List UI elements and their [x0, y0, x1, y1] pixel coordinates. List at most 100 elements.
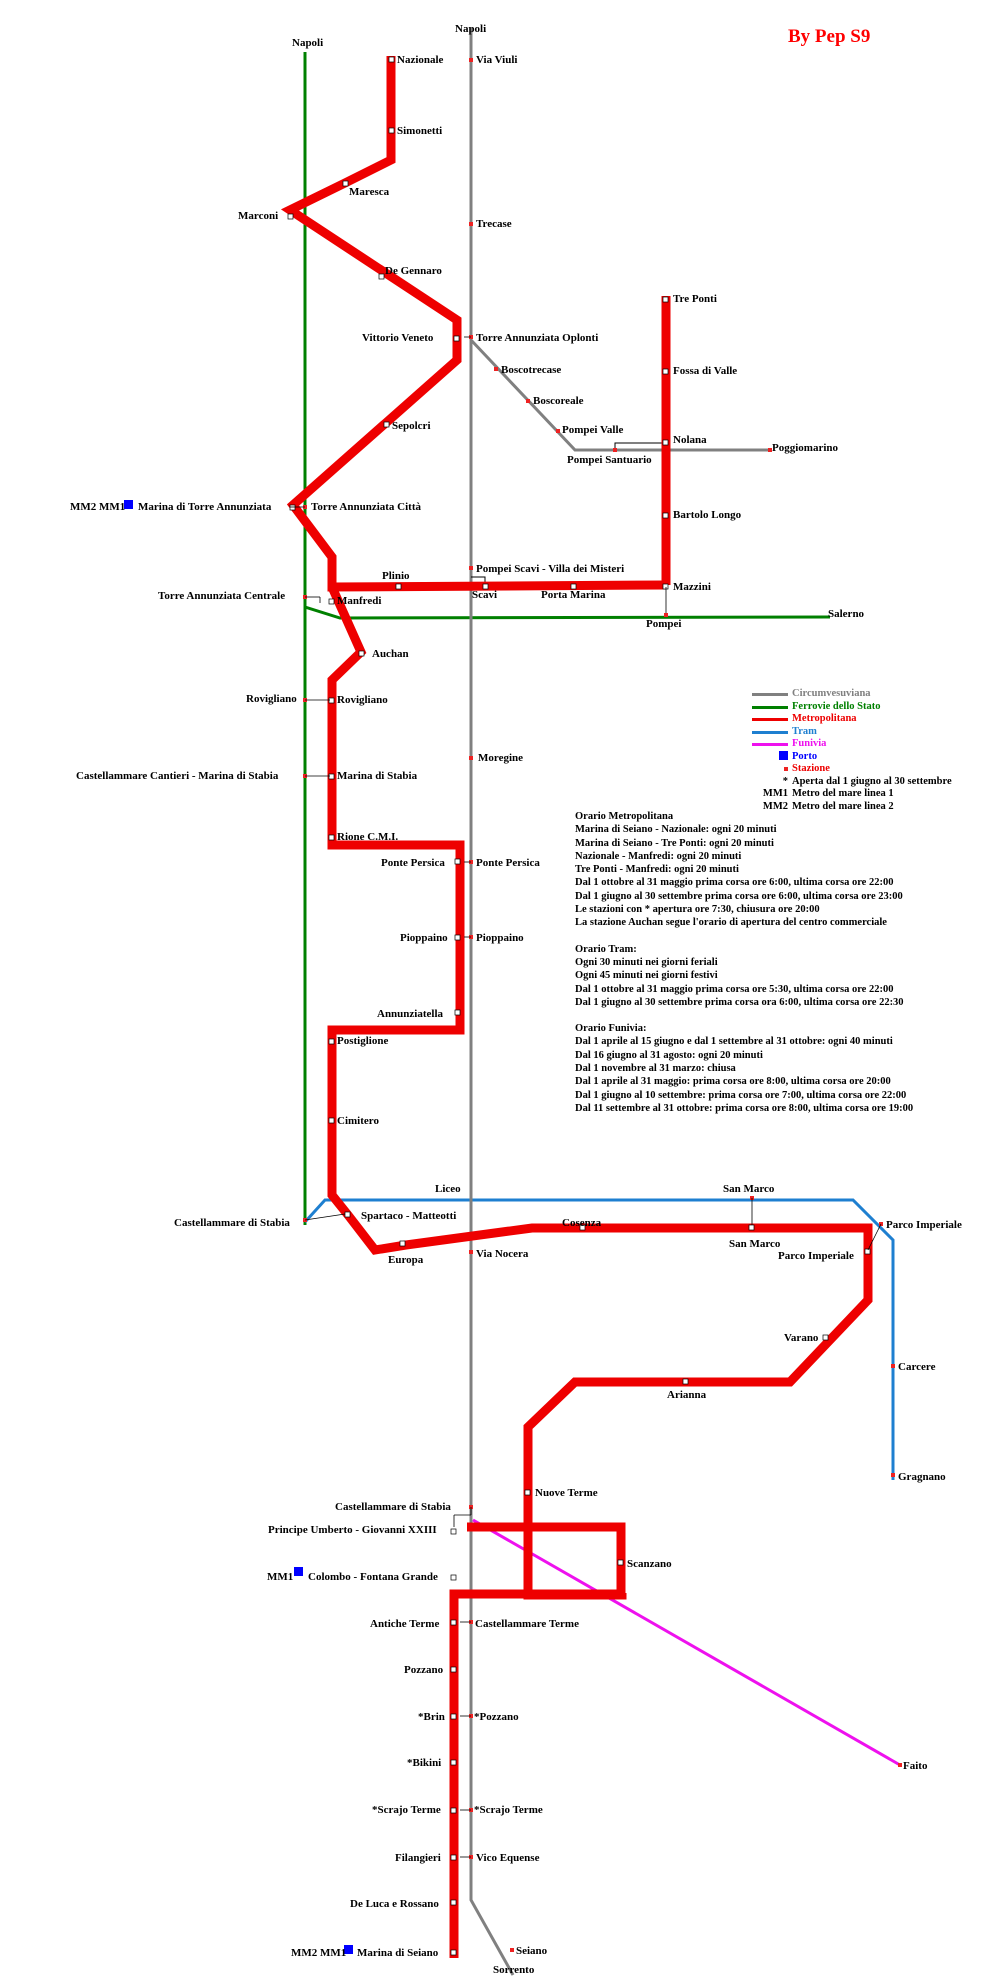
label-marconi: Marconi [238, 210, 278, 222]
schedule-line: Marina di Seiano - Tre Ponti: ogni 20 mi… [575, 837, 774, 849]
label-pompei: Pompei [646, 618, 681, 630]
circumvesuviana-branch [469, 338, 770, 452]
schedule-line: Nazionale - Manfredi: ogni 20 minuti [575, 850, 742, 862]
porto-markers [124, 500, 353, 1954]
legend-item-mm1: MM1 Metro del mare linea 1 [752, 788, 982, 801]
label-nazionale: Nazionale [397, 54, 444, 66]
label-via-nocera: Via Nocera [476, 1248, 529, 1260]
label-castellammare-fs: Castellammare di Stabia [174, 1217, 290, 1229]
legend-item-funivia: Funivia [752, 738, 982, 751]
label-bikini: *Bikini [407, 1757, 441, 1769]
label-principe-umberto: Principe Umberto - Giovanni XXIII [268, 1524, 437, 1536]
label-castellammare-cv: Castellammare di Stabia [335, 1501, 451, 1513]
label-vittorio-veneto: Vittorio Veneto [362, 332, 434, 344]
schedule-line: Dal 1 aprile al 15 giugno e dal 1 settem… [575, 1036, 893, 1048]
legend-item-circumvesuviana: Circumvesuviana [752, 688, 982, 701]
label-manfredi: Manfredi [337, 595, 381, 607]
schedule-metropolitana: Orario Metropolitana Marina di Seiano - … [575, 810, 975, 930]
label-annunziatella: Annunziatella [377, 1008, 444, 1020]
label-san-marco: San Marco [729, 1238, 781, 1250]
legend-item-ferrovie: Ferrovie dello Stato [752, 701, 982, 714]
label-san-marco-tram: San Marco [723, 1183, 775, 1195]
schedule-line: Dal 1 novembre al 31 marzo: chiusa [575, 1063, 736, 1075]
legend: Circumvesuviana Ferrovie dello Stato Met… [752, 688, 982, 813]
legend-label: Porto [792, 750, 818, 762]
schedule-line: Le stazioni con * apertura ore 7:30, chi… [575, 904, 820, 916]
label-poggiomarino: Poggiomarino [772, 442, 838, 454]
schedule-funivia: Orario Funivia: Dal 1 aprile al 15 giugn… [575, 1022, 975, 1115]
legend-item-porto: Porto [752, 750, 982, 764]
schedule-line: Orario Funivia: [575, 1023, 647, 1035]
label-faito: Faito [903, 1760, 928, 1772]
schedule-line: Dal 16 giugno al 31 agosto: ogni 20 minu… [575, 1049, 763, 1061]
legend-label: Stazione [792, 763, 830, 774]
label-boscotrecase: Boscotrecase [501, 364, 561, 376]
legend-label: Circumvesuviana [792, 688, 871, 699]
label-tre-ponti: Tre Ponti [673, 293, 717, 305]
label-via-viuli: Via Viuli [476, 54, 517, 66]
label-rovigliano: Rovigliano [337, 694, 388, 706]
label-varano: Varano [784, 1332, 819, 1344]
label-vico-equense: Vico Equense [476, 1852, 540, 1864]
funivia-line [472, 1518, 901, 1767]
label-napoli-fs: Napoli [292, 37, 323, 49]
label-ta-centrale: Torre Annunziata Centrale [158, 590, 285, 602]
label-marina-seiano: Marina di Seiano [357, 1947, 439, 1959]
schedule-info: Orario Metropolitana Marina di Seiano - … [575, 810, 975, 1128]
mm1-symbol: MM1 [762, 788, 788, 799]
legend-label: Aperta dal 1 giugno al 30 settembre [792, 775, 952, 787]
label-rione-cmi: Rione C.M.I. [337, 831, 398, 843]
tram-line [303, 1198, 895, 1480]
label-simonetti: Simonetti [397, 125, 442, 137]
label-cosenza: Cosenza [562, 1217, 602, 1229]
label-ponte-persica: Ponte Persica [381, 857, 445, 869]
schedule-line: Dal 1 giugno al 30 settembre prima corsa… [575, 890, 903, 902]
station-dot-icon [784, 766, 788, 771]
mm-tag-marina-ta: MM2 MM1 [70, 501, 125, 513]
legend-label: Tram [792, 725, 817, 737]
legend-label: Ferrovie dello Stato [792, 700, 881, 712]
label-auchan: Auchan [372, 648, 409, 660]
porto-square-icon [779, 750, 788, 760]
label-rovigliano-fs: Rovigliano [246, 693, 297, 705]
label-de-luca: De Luca e Rossano [350, 1898, 439, 1910]
schedule-line: Orario Metropolitana [575, 811, 674, 822]
metro-stations [287, 56, 871, 1956]
label-pompei-santuario: Pompei Santuario [567, 454, 652, 466]
label-gragnano: Gragnano [898, 1471, 946, 1483]
schedule-tram: Orario Tram: Ogni 30 minuti nei giorni f… [575, 943, 975, 1009]
label-pompei-scavi: Pompei Scavi - Villa dei Misteri [476, 563, 624, 575]
label-ta-citta: Torre Annunziata Città [311, 501, 422, 513]
schedule-line: Dal 1 ottobre al 31 maggio prima corsa o… [575, 983, 894, 995]
schedule-line: Marina di Seiano - Nazionale: ogni 20 mi… [575, 824, 777, 836]
label-pompei-valle: Pompei Valle [562, 424, 624, 436]
label-ta-oplonti: Torre Annunziata Oplonti [476, 332, 598, 344]
label-pioppaino-cv: Pioppaino [476, 932, 524, 944]
asterisk-symbol: * [782, 775, 788, 787]
legend-item-metropolitana: Metropolitana [752, 713, 982, 726]
label-sepolcri: Sepolcri [392, 420, 431, 432]
label-nolana: Nolana [673, 434, 707, 446]
legend-label: Funivia [792, 738, 827, 749]
legend-item-asterisk: * Aperta dal 1 giugno al 30 settembre [752, 776, 982, 789]
legend-label: Metro del mare linea 1 [792, 788, 894, 799]
label-porta-marina: Porta Marina [541, 589, 606, 601]
label-castellammare-terme: Castellammare Terme [475, 1618, 579, 1630]
label-marina-stabia: Marina di Stabia [337, 770, 418, 782]
label-parco-imperiale-tram: Parco Imperiale [886, 1219, 962, 1231]
legend-item-tram: Tram [752, 726, 982, 739]
mm-tag-colombo: MM1 [267, 1571, 293, 1583]
circumvesuviana-stub-santuario [614, 442, 668, 450]
label-pozzano: Pozzano [404, 1664, 444, 1676]
label-de-gennaro: De Gennaro [385, 265, 442, 277]
legend-label: Metropolitana [792, 713, 857, 724]
label-scavi: Scavi [472, 589, 497, 601]
schedule-line: Dal 11 settembre al 31 ottobre: prima co… [575, 1102, 914, 1114]
label-filangieri: Filangieri [395, 1852, 441, 1864]
label-napoli-cv: Napoli [455, 23, 486, 35]
label-europa: Europa [388, 1254, 424, 1266]
label-nuove-terme: Nuove Terme [535, 1487, 598, 1499]
label-antiche-terme: Antiche Terme [370, 1618, 439, 1630]
label-salerno: Salerno [828, 608, 865, 620]
